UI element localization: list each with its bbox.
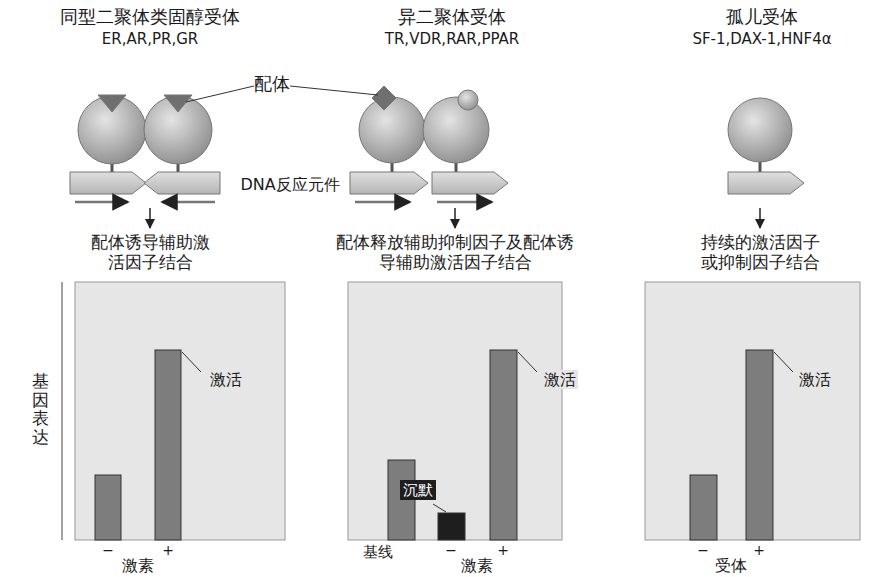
- mechanism-caption: 持续的激活因子或抑制因子结合: [695, 232, 825, 273]
- x-tick: +: [497, 542, 509, 559]
- x-tick: 基线: [363, 543, 393, 561]
- mechanism-caption: 配体诱导辅助激活因子结合: [90, 232, 210, 273]
- axis-title: 基因表达: [32, 372, 49, 447]
- bar-label: 激活: [542, 370, 578, 389]
- bar-label: 沉默: [400, 480, 436, 500]
- x-tick: −: [445, 542, 457, 559]
- x-axis-title: 激素: [461, 556, 493, 575]
- bar-label: 激活: [797, 370, 833, 389]
- x-axis-title: 激素: [122, 556, 154, 575]
- panel-title: 同型二聚体类固醇受体: [60, 6, 240, 28]
- receptor-list: ER,AR,PR,GR: [102, 30, 198, 48]
- receptor-list: SF-1,DAX-1,HNF4α: [692, 30, 831, 48]
- ligand-label: 配体: [254, 73, 290, 95]
- x-axis-title: 受体: [715, 556, 747, 575]
- x-tick: −: [102, 542, 114, 559]
- panel-title: 异二聚体受体: [398, 6, 506, 28]
- bar-label: 激活: [208, 370, 244, 389]
- x-tick: +: [753, 542, 765, 559]
- panel-title: 孤儿受体: [726, 6, 798, 28]
- x-tick: −: [697, 542, 709, 559]
- x-tick: +: [162, 542, 174, 559]
- receptor-list: TR,VDR,RAR,PPAR: [385, 30, 519, 48]
- mechanism-caption: 配体释放辅助抑制因子及配体诱导辅助激活因子结合: [335, 232, 575, 273]
- element-label: DNA反应元件: [240, 175, 339, 194]
